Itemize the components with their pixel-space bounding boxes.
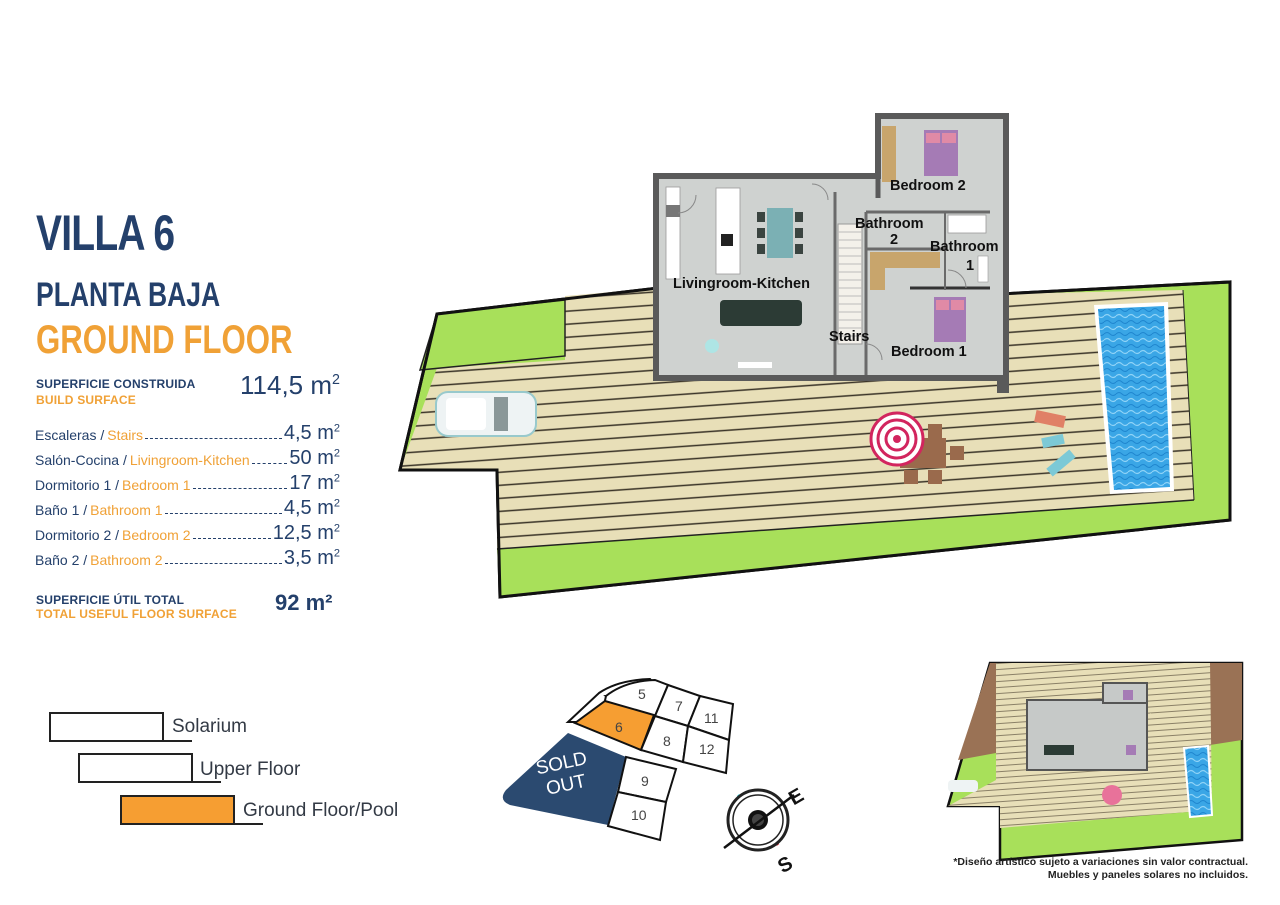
compass-icon: [723, 788, 795, 852]
dotted-leader: [192, 538, 271, 539]
room-label-bathroom-1-num: 1: [966, 258, 975, 274]
build-surface-label-es: SUPERFICIE CONSTRUIDA: [36, 377, 196, 391]
stairs: [837, 223, 863, 345]
total-surface-label-en: TOTAL USEFUL FLOOR SURFACE: [36, 607, 237, 621]
room-label-bathroom-2-num: 2: [890, 232, 899, 248]
3d-render-thumbnail: [946, 661, 1244, 862]
room-label-stairs: Stairs: [829, 329, 870, 345]
plot-12: 12: [699, 741, 715, 757]
room-label-bedroom-1: Bedroom 1: [891, 344, 967, 360]
plot-5: 5: [638, 686, 646, 702]
legend-label-ground-floor: Ground Floor/Pool: [243, 800, 399, 821]
bed-2: [924, 130, 958, 176]
room-label-bathroom-1: Bathroom: [930, 239, 999, 255]
plot-11: 11: [704, 710, 719, 726]
bed-1: [934, 297, 966, 342]
plot-7: 7: [675, 698, 683, 714]
sofa: [720, 300, 802, 326]
plot-8: 8: [663, 733, 671, 749]
total-surface-value: 92 m²: [275, 590, 333, 615]
patio-umbrella: [869, 411, 964, 484]
villa-title: VILLA 6: [36, 205, 175, 261]
build-surface-label-en: BUILD SURFACE: [36, 393, 136, 407]
site-plot: [398, 280, 1232, 599]
swimming-pool: [1094, 302, 1174, 494]
dotted-leader: [164, 513, 282, 514]
sold-out-plot: [502, 733, 626, 825]
dining-table: [757, 208, 803, 258]
dotted-leader: [192, 488, 288, 489]
room-label-bathroom-2: Bathroom: [855, 216, 924, 232]
plot-10: 10: [631, 807, 647, 823]
disclaimer: *Diseño artístico sujeto a variaciones s…: [953, 856, 1248, 881]
car: [435, 391, 537, 437]
floor-title-en: GROUND FLOOR: [36, 318, 293, 362]
plot-6-selected[interactable]: [572, 699, 656, 752]
sun-loungers: [1034, 410, 1076, 477]
legend-label-upper-floor: Upper Floor: [200, 759, 301, 780]
dotted-leader: [164, 563, 282, 564]
dotted-leader: [145, 438, 282, 439]
legend-label-solarium: Solarium: [172, 716, 247, 737]
site-map: [502, 677, 735, 842]
house-footprint: [653, 113, 1009, 393]
room-label-livingroom-kitchen: Livingroom-Kitchen: [673, 276, 810, 292]
plot-9: 9: [641, 773, 649, 789]
build-surface-value: 114,5 m2: [240, 370, 340, 400]
floor-title-es: PLANTA BAJA: [36, 276, 221, 314]
dotted-leader: [251, 463, 288, 464]
plot-6: 6: [615, 719, 623, 735]
total-surface-label-es: SUPERFICIE ÚTIL TOTAL: [36, 593, 185, 607]
room-label-bedroom-2: Bedroom 2: [890, 178, 966, 194]
